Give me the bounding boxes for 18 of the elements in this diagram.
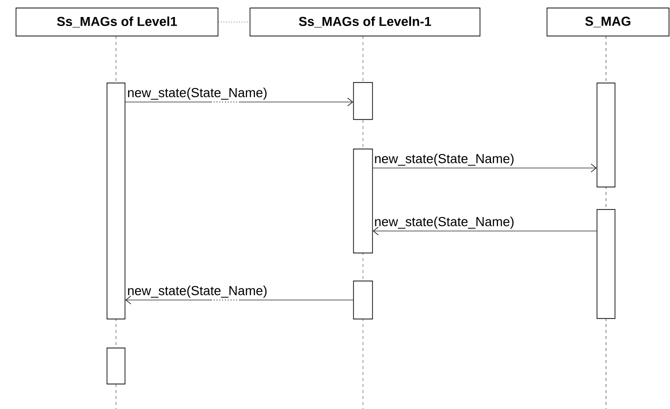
message-label: new_state(State_Name) [375, 154, 514, 166]
lifeline-header: S_MAG [546, 8, 670, 36]
activation-bar [106, 82, 126, 320]
message-arrow [125, 98, 354, 106]
activation-bar [353, 280, 373, 320]
activation-bar [353, 82, 373, 120]
message-label: new_state(State_Name) [375, 216, 514, 229]
message-arrow [125, 296, 354, 304]
message-label: new_state(State_Name) [128, 286, 267, 298]
lifeline-header: Ss_MAGs of Leveln-1 [250, 8, 480, 36]
activation-bar [353, 148, 373, 254]
message-arrow [372, 226, 597, 236]
lifeline-header: Ss_MAGs of Level1 [16, 8, 218, 36]
activation-bar [106, 348, 126, 384]
activation-bar [596, 209, 616, 319]
message-label: new_state(State_Name) [128, 88, 267, 100]
activation-bar [596, 82, 616, 188]
message-arrow [372, 164, 597, 172]
